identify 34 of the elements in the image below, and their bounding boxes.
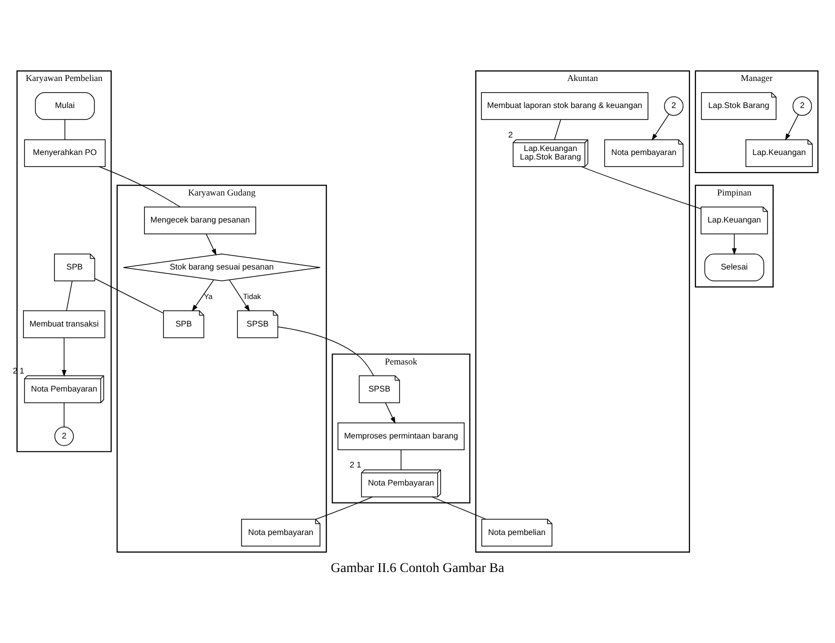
connector [554,118,562,140]
edge-label: Ya [204,291,213,300]
node-box: Membuat laporan stok barang & keuangan [481,92,648,120]
arrow [652,113,670,140]
node-box: Membuat transaksi [23,310,106,338]
arrow [785,114,799,140]
caption: Gambar II.6 Contoh Gambar Ba [330,559,504,574]
connector [94,278,164,313]
arrow [192,279,214,312]
connector [66,280,73,311]
connector [432,496,486,520]
node-box: Selesai [704,253,764,281]
connector [581,166,702,209]
node-diamond: Stok barang sesuai pesanan [123,253,320,281]
node-box: Mulai [34,92,95,120]
node-label: 2 1 [350,460,362,470]
arrow [732,233,737,255]
connector [278,326,374,376]
node-circle: 2 [664,96,684,116]
node-box: Memproses permintaan barang [338,422,465,450]
arrow [62,336,66,376]
connector [400,449,402,470]
node-box: Mengecek barang pesanan [144,206,256,234]
connector [64,118,66,140]
node-box: Menyerahkan PO [24,138,106,166]
node-circle: 2 [54,426,74,446]
arrow [206,233,216,256]
arrow [385,402,396,424]
node-label: 2 [508,130,513,139]
node-circle: 2 [792,96,812,116]
edge-label: Tidak [243,291,262,300]
connector [98,166,180,207]
connector [316,496,373,520]
arrow [228,279,250,312]
